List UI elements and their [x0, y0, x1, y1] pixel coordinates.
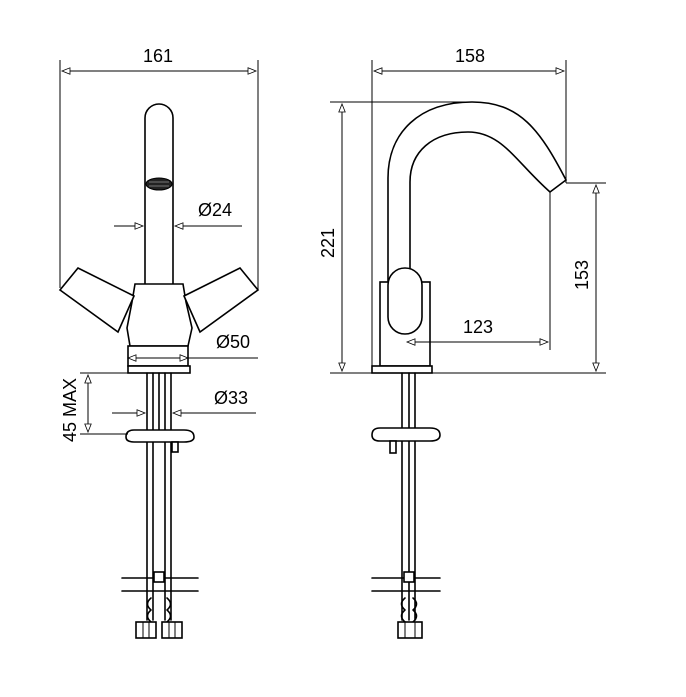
dim-total-height: 221 [318, 101, 470, 374]
side-body [371, 267, 433, 374]
right-handle [182, 266, 260, 334]
left-handle [58, 266, 136, 334]
dim-spout-dia: Ø24 [114, 200, 242, 234]
side-shank [371, 372, 441, 639]
label-total-height: 221 [318, 228, 338, 258]
label-front-width: 161 [143, 46, 173, 66]
dim-side-width: 158 [371, 46, 567, 373]
front-spout [144, 103, 174, 285]
front-shank [121, 372, 199, 639]
label-spout-reach: 123 [463, 317, 493, 337]
dim-shank-dia: Ø33 [112, 388, 256, 417]
label-base-dia: Ø50 [216, 332, 250, 352]
aerator [145, 177, 173, 191]
label-spout-height: 153 [572, 260, 592, 290]
dim-base-dia: Ø50 [126, 332, 258, 362]
side-spout [387, 101, 567, 285]
label-side-width: 158 [455, 46, 485, 66]
mounting-clamp [125, 429, 195, 443]
dim-front-width: 161 [59, 46, 259, 290]
label-deck-max: 45 MAX [60, 378, 80, 442]
side-handle [387, 267, 423, 335]
side-view: 158 221 153 [318, 46, 606, 639]
front-body [58, 266, 260, 374]
front-view: 161 Ø24 [58, 46, 260, 639]
dim-deck-max: 45 MAX [60, 372, 128, 442]
dim-spout-height: 153 [432, 182, 606, 374]
label-shank-dia: Ø33 [214, 388, 248, 408]
dim-spout-reach: 123 [405, 192, 551, 350]
label-spout-dia: Ø24 [198, 200, 232, 220]
